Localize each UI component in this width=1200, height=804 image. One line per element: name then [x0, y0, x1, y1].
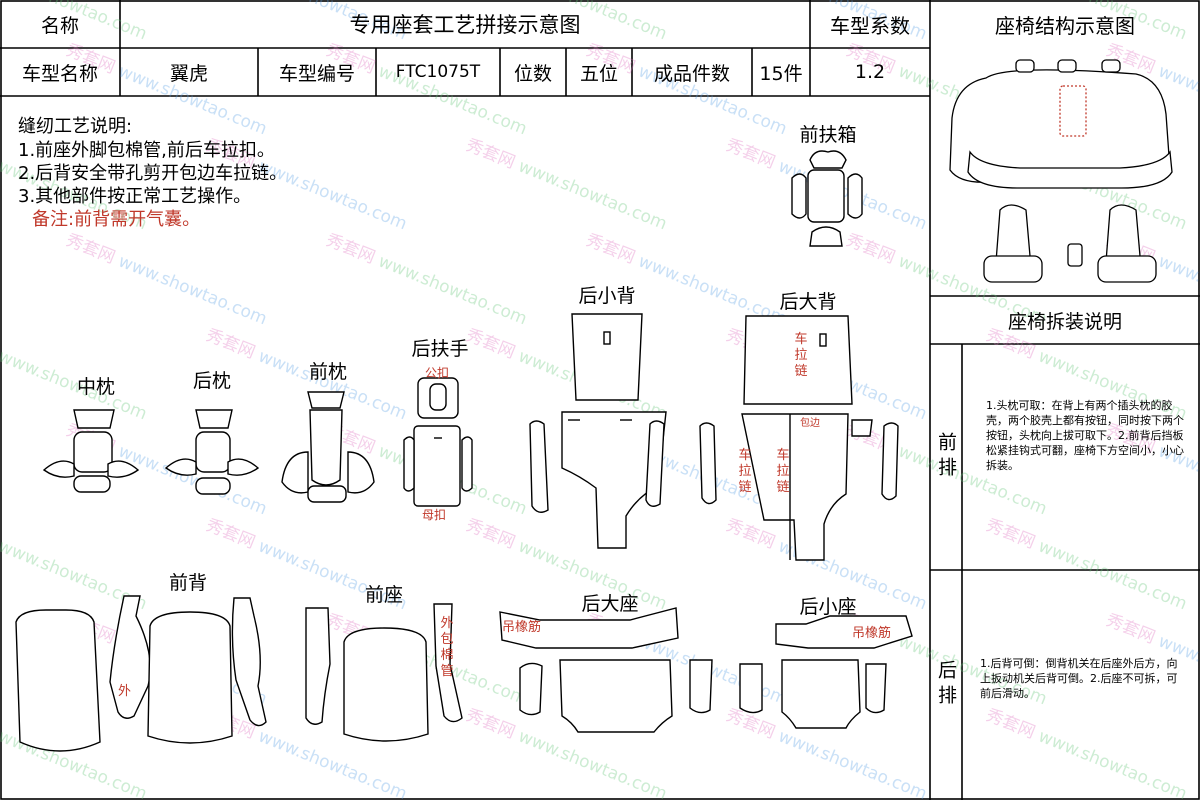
rear-row-instructions: 1.后背可倒：倒背机关在后座外后方，向上扳动机关后背可倒。2.后座不可拆，可前后… — [980, 657, 1178, 700]
structure-title: 座椅结构示意图 — [995, 13, 1135, 38]
label-mid-pillow: 中枕 — [76, 376, 116, 398]
tag-male-buckle: 公扣 — [425, 366, 450, 380]
name-label: 名称 — [40, 14, 79, 37]
piece-rear-big-seat — [499, 607, 713, 733]
label-rear-pillow: 后枕 — [192, 370, 232, 392]
model-name-label: 车型名称 — [21, 62, 98, 85]
piece-front-armbox — [791, 150, 863, 247]
coef-value: 1.2 — [854, 61, 886, 83]
label-rear-big-back: 后大背 — [779, 291, 837, 313]
notes-item-1: 1.前座外脚包棉管,前后车拉扣。 — [18, 140, 275, 161]
piece-front-seat — [305, 603, 463, 742]
piece-rear-big-back — [699, 315, 899, 561]
page-title: 专用座套工艺拼接示意图 — [349, 13, 581, 37]
front-row-label: 前排 — [935, 432, 957, 482]
notes-item-2: 2.后背安全带孔剪开包边车拉链。 — [18, 163, 288, 184]
tag-elastic-big-seat: 吊橡筋 — [502, 620, 542, 635]
piece-rear-pillow — [164, 409, 260, 495]
piece-rear-small-back — [529, 313, 667, 549]
seat-structure-diagram — [949, 59, 1173, 283]
notes-remark: 备注:前背需开气囊。 — [32, 209, 201, 230]
piece-rear-armrest — [403, 377, 473, 507]
tag-outer-pipe: 外包棉管 — [440, 616, 454, 679]
label-front-pillow: 前枕 — [308, 361, 348, 383]
label-front-back: 前背 — [168, 572, 208, 594]
seats-value: 五位 — [579, 62, 618, 85]
label-front-seat: 前座 — [364, 584, 404, 606]
notes-title: 缝纫工艺说明: — [18, 116, 133, 137]
seats-label: 位数 — [513, 62, 552, 85]
pattern-pieces — [15, 150, 913, 752]
notes-item-3: 3.其他部件按正常工艺操作。 — [18, 186, 252, 207]
rear-row-label: 后排 — [935, 660, 957, 710]
pieces-label: 成品件数 — [653, 62, 730, 85]
label-rear-big-seat: 后大座 — [581, 593, 639, 615]
tag-female-buckle: 母扣 — [422, 508, 447, 522]
piece-front-back — [15, 595, 267, 752]
piece-rear-small-seat — [739, 615, 913, 729]
label-front-armbox: 前扶箱 — [799, 124, 857, 146]
piece-mid-pillow — [42, 409, 140, 493]
tag-binding: 包边 — [800, 418, 820, 429]
model-code-label: 车型编号 — [278, 62, 355, 85]
disassembly-title: 座椅拆装说明 — [1007, 310, 1122, 333]
label-rear-small-seat: 后小座 — [799, 596, 857, 618]
tag-elastic-small-seat: 吊橡筋 — [852, 626, 892, 641]
label-rear-small-back: 后小背 — [578, 285, 636, 307]
model-name-value: 翼虎 — [169, 62, 208, 85]
tag-outer: 外 — [118, 684, 132, 699]
piece-front-pillow — [281, 391, 375, 503]
front-row-instructions: 1.头枕可取：在背上有两个插头枕的胶壳，两个胶壳上都有按钮，同时按下两个按钮，头… — [986, 399, 1184, 472]
coef-label: 车型系数 — [830, 13, 910, 38]
tag-zipper-rear-big-back: 车拉链 — [794, 332, 808, 379]
label-rear-armrest: 后扶手 — [411, 338, 469, 360]
tag-zipper-right: 车拉链 — [776, 448, 790, 495]
model-code-value: FTC1075T — [395, 62, 481, 82]
pieces-value: 15件 — [759, 62, 803, 85]
tag-zipper-left: 车拉链 — [738, 448, 752, 495]
